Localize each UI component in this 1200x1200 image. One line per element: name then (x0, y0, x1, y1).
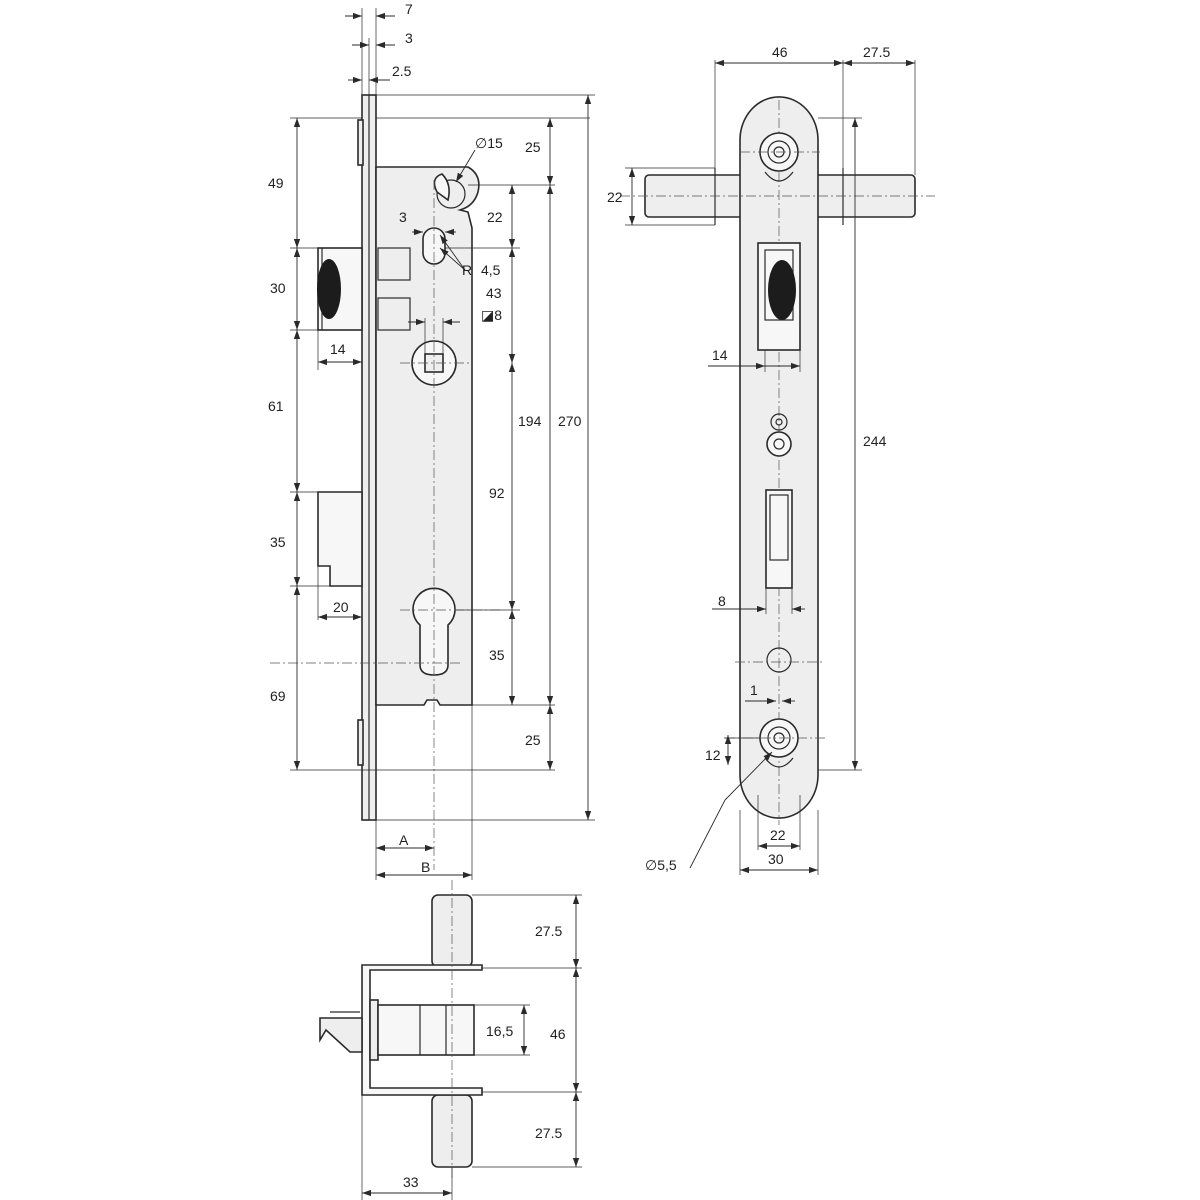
slot-hole (422, 227, 446, 265)
dim-194: 194 (518, 413, 542, 429)
side-dim-8: 8 (718, 593, 726, 609)
dim-35-right: 35 (489, 647, 505, 663)
dim-92: 92 (489, 485, 505, 501)
faceplate-front (739, 96, 819, 819)
dim-14: 14 (330, 341, 346, 357)
dim-30: 30 (270, 280, 286, 296)
bracket-profile (361, 964, 483, 1096)
dim-22: 22 (487, 209, 503, 225)
dim-270: 270 (558, 413, 582, 429)
hook-hole (436, 179, 466, 209)
side-view (620, 59, 935, 875)
side-dim-22-bottom: 22 (770, 827, 786, 843)
bottom-dim-16-5: 16,5 (486, 1023, 513, 1039)
latch-black-pad (317, 259, 341, 319)
dim-square-8: ◪8 (481, 307, 502, 323)
side-dim-30: 30 (768, 851, 784, 867)
side-dim-27-5: 27.5 (863, 44, 890, 60)
side-dim-12: 12 (705, 747, 721, 763)
dim-61: 61 (268, 398, 284, 414)
bottom-view (319, 880, 582, 1200)
dim-69: 69 (270, 688, 286, 704)
bottom-dim-46: 46 (550, 1026, 566, 1042)
side-dim-244: 244 (863, 433, 887, 449)
front-view (270, 8, 595, 880)
latch-body-section (377, 1004, 475, 1056)
deadbolt (317, 491, 363, 587)
latch-black-pad-side (768, 260, 796, 320)
dim-top-3: 3 (405, 30, 413, 46)
dim-25-top: 25 (525, 139, 541, 155)
dim-small-3: 3 (399, 209, 407, 225)
bottom-dim-33: 33 (403, 1174, 419, 1190)
dim-label-b: B (421, 859, 430, 875)
dim-label-a: A (399, 832, 409, 848)
dim-25-bottom: 25 (525, 732, 541, 748)
dim-radius-4-5: 4,5 (481, 262, 501, 278)
bottom-dim-27-5-top: 27.5 (535, 923, 562, 939)
latch-tongue-section (319, 1017, 363, 1053)
side-dim-22: 22 (607, 189, 623, 205)
side-dim-1: 1 (750, 682, 758, 698)
dim-35-left: 35 (270, 534, 286, 550)
cylinder-hole-side (766, 647, 792, 673)
dim-43: 43 (486, 285, 502, 301)
side-dim-diameter-5-5: ∅5,5 (645, 857, 677, 873)
dim-diameter-15: ∅15 (475, 135, 503, 151)
dim-20: 20 (333, 599, 349, 615)
bottom-dim-27-5-bottom: 27.5 (535, 1125, 562, 1141)
dim-49: 49 (268, 175, 284, 191)
dim-top-7: 7 (405, 1, 413, 17)
dim-radius-r: R (462, 262, 472, 278)
dim-top-2-5: 2.5 (392, 63, 412, 79)
lock-body (375, 166, 480, 706)
side-dim-14: 14 (712, 347, 728, 363)
side-dim-46: 46 (772, 44, 788, 60)
